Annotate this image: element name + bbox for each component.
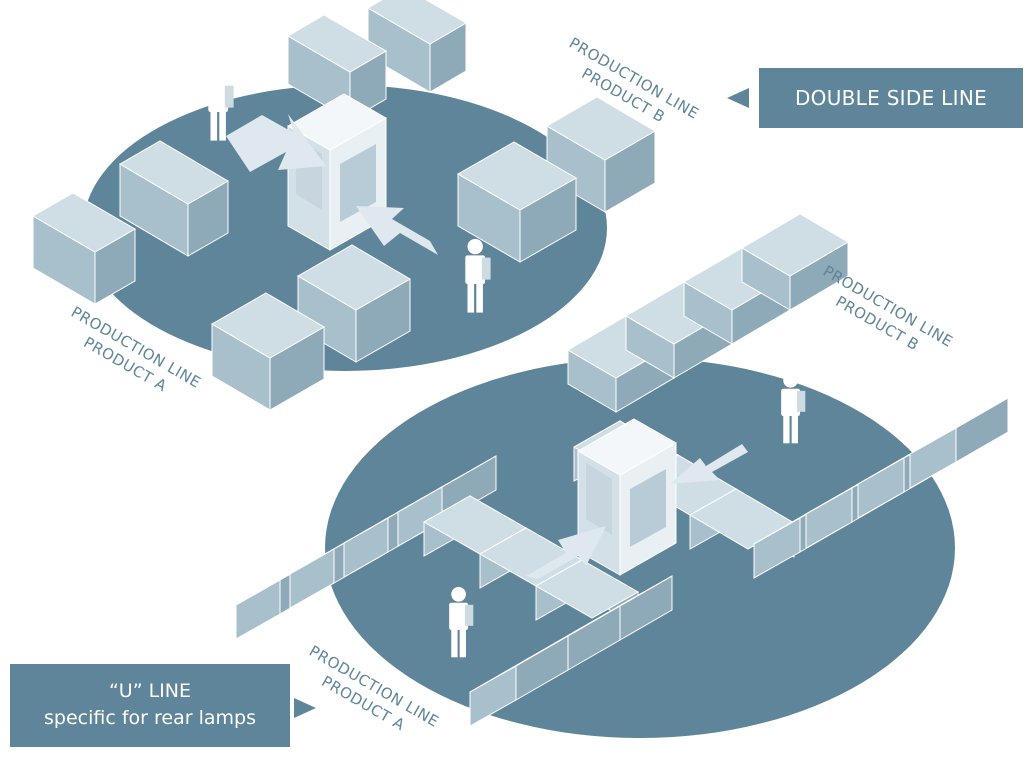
box-face-right	[955, 397, 1009, 463]
line-box-b-right	[909, 397, 1009, 489]
line-box-a-lower	[469, 635, 569, 727]
person-head	[210, 66, 226, 83]
box-face-top	[909, 397, 1009, 455]
box-face-top	[32, 192, 136, 253]
box-right-mid	[456, 141, 578, 263]
person-leg	[451, 630, 458, 658]
box-face-top	[534, 559, 640, 619]
box-face-top	[741, 213, 849, 277]
frame-top	[576, 418, 678, 476]
callout-pointer-left-icon	[727, 88, 749, 108]
label-bottom-product-b: PRODUCTION LINE PRODUCT B	[820, 262, 956, 354]
person-head	[467, 238, 483, 255]
arrow-in-lower-icon	[526, 526, 606, 579]
person-leg	[476, 284, 483, 313]
callout-u-line-title: “U” LINE	[108, 680, 192, 702]
box-left-1	[119, 140, 229, 257]
frame-opening-side	[586, 463, 612, 535]
person-leg	[467, 284, 475, 313]
callout-double-side-line: DOUBLE SIDE LINE	[759, 68, 1023, 128]
callout-pointer-right-icon	[294, 698, 316, 718]
person-shade	[464, 604, 474, 626]
person-shade	[796, 390, 806, 412]
worker-top-left	[208, 66, 234, 141]
box-bottom-mid	[297, 244, 411, 363]
callout-u-line-subtitle: specific for rear lamps	[44, 707, 256, 729]
box-face-top	[546, 96, 656, 161]
box-face-left	[235, 579, 281, 640]
box-face-top	[456, 141, 578, 211]
arrow-in-left-icon	[226, 114, 326, 172]
line-box-b-upper	[741, 213, 849, 311]
box-face-top	[297, 244, 411, 311]
person-leg	[210, 112, 218, 141]
person-leg	[791, 416, 798, 444]
box-right-b	[546, 96, 656, 213]
box-left-a	[32, 192, 136, 305]
arrow-in-right-icon	[356, 206, 438, 255]
box-face-top	[397, 455, 497, 513]
person-body	[465, 255, 486, 284]
box-top-1	[367, 0, 467, 93]
arrow-in-upper-icon	[670, 444, 748, 484]
scene-layer	[32, 0, 1009, 727]
box-face-top	[469, 635, 569, 693]
person-body	[781, 388, 801, 416]
frame-opening	[630, 469, 666, 547]
person-body	[208, 83, 229, 112]
worker-bottom-left	[449, 586, 474, 658]
box-face-top	[367, 0, 467, 45]
box-face-top	[119, 140, 229, 205]
callout-double-side-text: DOUBLE SIDE LINE	[794, 86, 988, 110]
person-body	[449, 602, 469, 630]
box-face-top	[287, 14, 387, 73]
box-face-left	[289, 548, 335, 609]
box-face-top	[688, 488, 796, 550]
box-face-top	[211, 292, 325, 359]
person-shade	[224, 85, 234, 108]
person-shade	[481, 257, 491, 280]
person-head	[451, 586, 466, 602]
worker-bottom-right	[781, 372, 806, 444]
person-leg	[219, 112, 226, 141]
person-leg	[783, 416, 790, 444]
person-leg	[459, 630, 466, 658]
frame-opening	[340, 144, 376, 222]
box-bottom-a	[211, 292, 325, 411]
person-head	[783, 372, 798, 388]
frame-top	[286, 93, 388, 151]
callout-u-line: “U” LINE specific for rear lamps	[10, 664, 290, 747]
worker-top-right	[465, 238, 491, 313]
